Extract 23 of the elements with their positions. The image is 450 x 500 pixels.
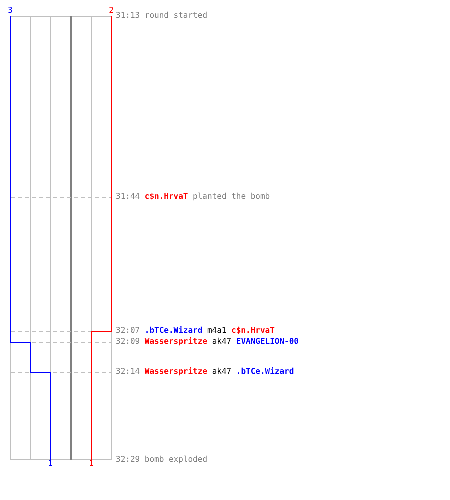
timestamp: 32:09 xyxy=(116,337,140,347)
player-name: c$n.HrvaT xyxy=(144,192,188,202)
player-count: 3 xyxy=(8,7,13,15)
timestamp: 32:07 xyxy=(116,326,140,336)
player-name: Wasserspritze xyxy=(144,337,208,347)
player-name: Wasserspritze xyxy=(144,367,208,377)
weapon-name: ak47 xyxy=(212,337,232,347)
timestamp: 32:14 xyxy=(116,367,140,377)
player-count: 1 xyxy=(48,460,53,468)
weapon-name: ak47 xyxy=(212,367,232,377)
timestamp: 31:13 xyxy=(116,11,140,21)
timestamp: 31:44 xyxy=(116,192,140,202)
event-text: bomb exploded xyxy=(144,455,208,465)
player-count: 1 xyxy=(89,460,94,468)
event-text: round started xyxy=(144,11,208,21)
player-name: EVANGELION-00 xyxy=(236,337,299,347)
weapon-name: m4a1 xyxy=(207,326,227,336)
timestamp: 32:29 xyxy=(116,455,140,465)
player-name: c$n.HrvaT xyxy=(232,326,275,336)
player-count: 2 xyxy=(109,7,114,15)
event-text: planted the bomb xyxy=(193,192,270,202)
player-name: .bTCe.Wizard xyxy=(144,326,203,336)
player-name: .bTCe.Wizard xyxy=(236,367,294,377)
